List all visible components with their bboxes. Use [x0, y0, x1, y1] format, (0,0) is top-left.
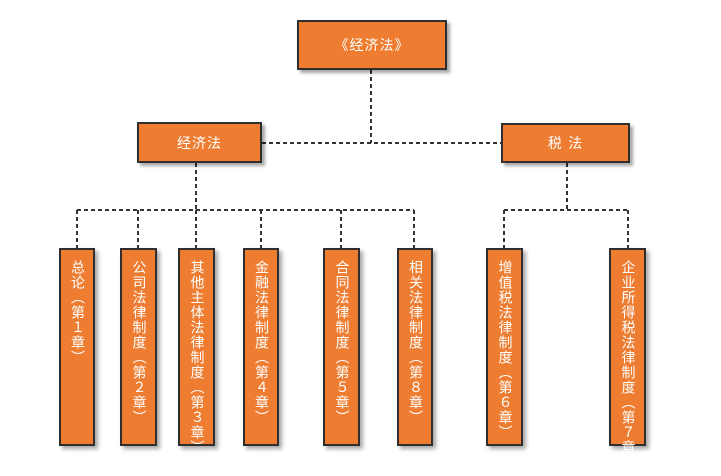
leaf-node-general-principles: 总论（第１章）	[59, 248, 95, 446]
leaf-label: 公司法律制度（第２章）	[130, 260, 147, 425]
root-node: 《经济法》	[297, 20, 447, 70]
leaf-label: 相关法律制度（第８章）	[407, 260, 423, 425]
leaf-node-corporate-income-tax-law: 企业所得税法律制度（第７章）	[609, 248, 646, 470]
leaf-label: 增值税法律制度（第６章）	[496, 260, 513, 440]
branch-node-tax-law: 税 法	[501, 123, 630, 163]
branch-label: 税 法	[547, 136, 584, 152]
branch-node-economic-law: 经济法	[137, 122, 262, 163]
branch-label: 经济法	[177, 135, 222, 152]
leaf-label: 合同法律制度（第５章）	[333, 260, 350, 425]
leaf-node-related-law: 相关法律制度（第８章）	[397, 248, 433, 446]
leaf-label: 其他主体法律制度（第３章）	[188, 260, 205, 455]
leaf-label: 总论（第１章）	[69, 260, 85, 365]
root-label: 《经济法》	[334, 38, 410, 54]
leaf-label: 金融法律制度（第４章）	[253, 260, 269, 425]
leaf-node-company-law: 公司法律制度（第２章）	[120, 248, 157, 446]
leaf-node-contract-law: 合同法律制度（第５章）	[323, 248, 360, 446]
leaf-node-finance-law: 金融法律制度（第４章）	[243, 248, 279, 446]
leaf-label: 企业所得税法律制度（第７章）	[619, 260, 636, 470]
leaf-node-vat-law: 增值税法律制度（第６章）	[486, 248, 523, 446]
leaf-node-other-entities: 其他主体法律制度（第３章）	[178, 248, 215, 455]
